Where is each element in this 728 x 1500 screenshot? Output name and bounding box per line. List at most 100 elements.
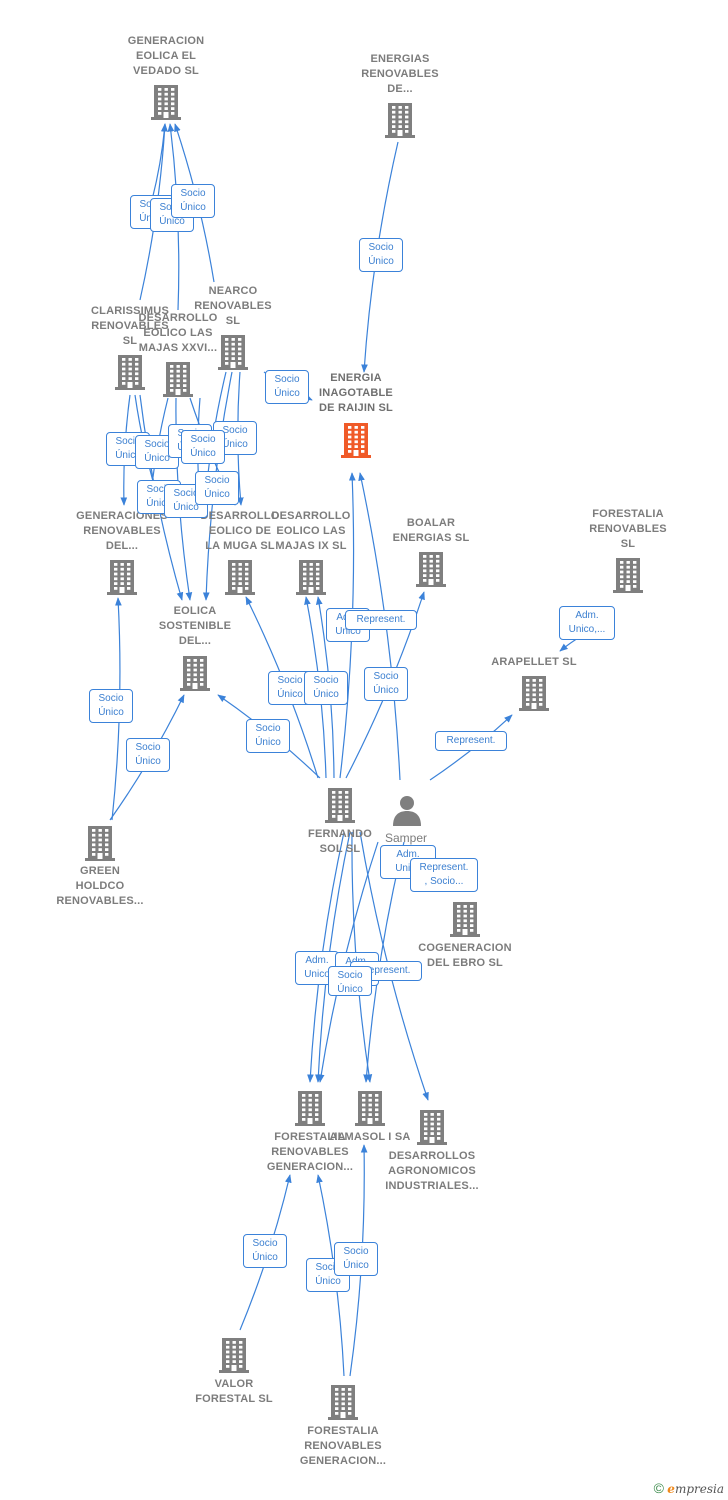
company-name-line: RENOVABLES...	[56, 895, 144, 907]
relationship-label-line: Único	[313, 689, 339, 700]
relationship-label-line: Único	[337, 984, 363, 995]
company-name-line: EOLICO LAS	[143, 327, 213, 339]
relationship-label-line: Único	[315, 1276, 341, 1287]
relationship-label-line: Único	[115, 450, 141, 461]
building-icon	[225, 560, 255, 595]
relationship-label[interactable]: Represent., Socio...	[410, 858, 478, 892]
building-icon	[341, 423, 371, 458]
relationship-label-line: Único	[252, 1252, 278, 1263]
company-name-line: DESARROLLO	[271, 510, 351, 522]
company-name-line: DE RAIJIN SL	[319, 402, 393, 414]
relationship-label-line: Socio	[252, 1238, 278, 1249]
relationship-label-line: Socio	[368, 242, 394, 253]
company-name-line: FERNANDO	[308, 828, 372, 840]
relationship-label-line: Unico,...	[568, 624, 606, 635]
relationship-label[interactable]: Adm.Unico,...	[559, 606, 615, 640]
company-name-line: RENOVABLES	[304, 1440, 382, 1452]
company-name-line: RENOVABLES	[589, 523, 667, 535]
relationship-label-line: Único	[144, 453, 170, 464]
company-name-line: SOL SL	[319, 843, 361, 855]
building-icon	[416, 552, 446, 587]
company-name-line: DEL EBRO SL	[427, 957, 503, 969]
relationship-label-line: Socio	[135, 742, 161, 753]
relationship-label-line: Único	[368, 256, 394, 267]
relationship-label-line: Socio	[144, 439, 170, 450]
company-name-line: FORESTALIA	[592, 508, 664, 520]
relationship-label-line: Represent.	[361, 965, 411, 976]
building-icon	[325, 788, 355, 823]
company-name-line: SL	[122, 335, 138, 347]
relationship-label-line: Único	[222, 439, 248, 450]
building-icon	[385, 103, 415, 138]
company-name-line: EOLICO DE	[208, 525, 272, 537]
company-name-line: ENERGIAS	[370, 53, 430, 65]
company-name-line: GENERACION	[127, 35, 205, 47]
company-name-line: DESARROLLO	[138, 312, 218, 324]
company-name-line: GREEN	[79, 865, 121, 877]
relationship-label[interactable]: Represent.	[435, 731, 507, 751]
relationship-label-line: Único	[204, 489, 230, 500]
relationship-label[interactable]: Adm. Unico	[380, 845, 436, 879]
company-name-line: INAGOTABLE	[319, 387, 393, 399]
relationship-label-line: Adm.	[396, 849, 420, 860]
relationship-label-line: Socio	[337, 970, 363, 981]
relationship-label-line: Único	[173, 502, 199, 513]
relationship-label-line: Represent.	[446, 735, 496, 746]
building-icon	[417, 1110, 447, 1145]
relationship-label-line: Único	[255, 737, 281, 748]
brand-name: empresia	[667, 1482, 724, 1496]
company-name-line: RENOVABLES	[194, 300, 272, 312]
building-icon	[219, 1338, 249, 1373]
company-name-line: NEARCO	[208, 285, 258, 297]
company-name-line: FORESTALIA	[307, 1425, 379, 1437]
relationship-label-line: Socio	[255, 723, 281, 734]
relationship-label-line: Socio	[115, 436, 141, 447]
relationship-label-line: , Socio...	[424, 876, 464, 887]
company-name-line: ALMASOL I SA	[329, 1131, 411, 1143]
relationship-label-line: Socio	[173, 488, 199, 499]
relationship-label-line: Adm.	[305, 955, 329, 966]
relationship-label-line: Socio	[274, 374, 300, 385]
relationship-label-line: Único	[98, 707, 124, 718]
building-icon	[355, 1091, 385, 1126]
relationship-label-line: Unico	[395, 863, 421, 874]
person-icon	[393, 796, 421, 826]
relationship-label-line: Socio	[146, 484, 172, 495]
company-name-line: HOLDCO	[75, 880, 125, 892]
company-name-line: FORESTAL SL	[195, 1393, 273, 1405]
relationship-label-line: Socio	[98, 693, 124, 704]
building-icon	[151, 85, 181, 120]
relationship-label[interactable]: Represent.	[345, 610, 417, 630]
company-name-line: DE...	[387, 83, 413, 95]
edge-line	[151, 123, 168, 201]
company-name-line: CLARISSIMUS	[91, 305, 169, 317]
building-icon	[163, 362, 193, 397]
company-name-line: DESARROLLO	[200, 510, 280, 522]
company-name: FERNANDO SOL SL	[280, 827, 400, 857]
building-icon	[180, 656, 210, 691]
empresia-brand[interactable]: © empresia	[654, 1480, 724, 1496]
company-name-line: EOLICA EL	[135, 50, 197, 62]
relationship-label-line: Único	[277, 689, 303, 700]
